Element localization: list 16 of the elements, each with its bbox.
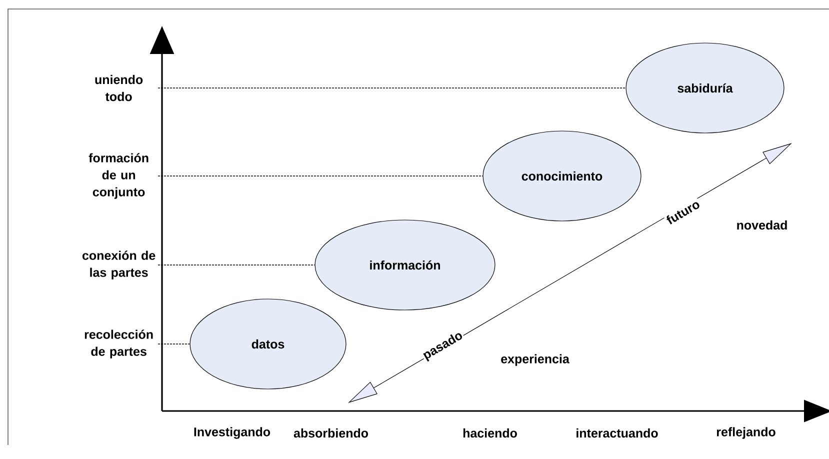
region-label: experiencia xyxy=(501,354,570,366)
axis-level-label: uniendo todo xyxy=(95,74,143,102)
axis-label: absorbiendo xyxy=(294,428,368,438)
axis-label: haciendo xyxy=(463,428,517,438)
dotted-line xyxy=(158,264,316,266)
region-label: novedad xyxy=(737,220,787,230)
axis-level-label: formación de un conjunto xyxy=(88,153,148,199)
axis-label: interactuando xyxy=(576,428,658,438)
axis-level-label: conexión de las partes xyxy=(82,250,156,280)
ellipse-node: datos xyxy=(190,298,346,390)
axis-label: Investigando xyxy=(194,427,270,439)
axis-level-label: recolección de partes xyxy=(84,330,153,358)
ellipse-node: información xyxy=(314,220,496,310)
ellipse-node: sabiduría xyxy=(626,42,784,134)
ellipse-node: conocimiento xyxy=(482,130,642,222)
axis-label: reflejando xyxy=(716,427,776,439)
